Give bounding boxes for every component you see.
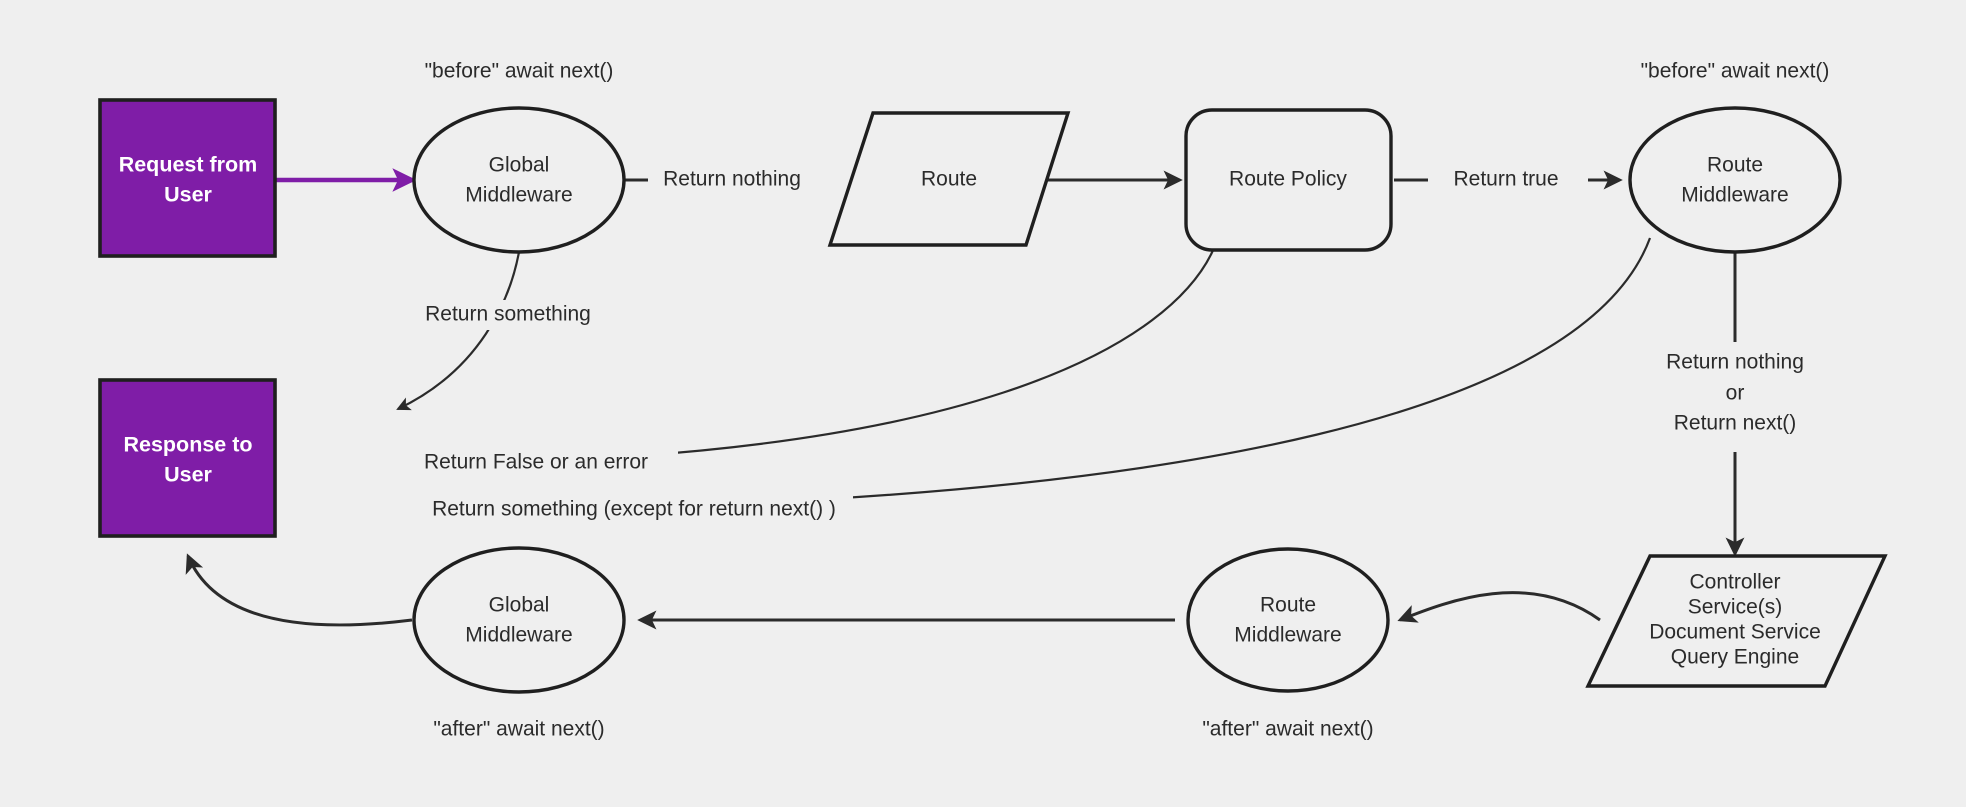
node-label-global-middleware-before-line2: Middleware [465,184,572,207]
node-route-middleware-after[interactable]: Route Middleware [1186,547,1390,693]
node-label-global-middleware-before-line1: Global [489,154,550,177]
node-label-route-middleware-after-line2: Middleware [1234,624,1341,647]
node-request-from-user[interactable]: Request from User [98,98,277,258]
node-label-route: Route [921,168,977,191]
node-label-response-to-user-line2: User [164,463,212,487]
edge-label-return-something: Return something [425,303,591,326]
node-route-middleware-before[interactable]: Route Middleware [1628,106,1842,254]
node-label-route-middleware-after-line1: Route [1260,594,1316,617]
node-label-request-from-user-line2: User [164,183,212,207]
edge-label-return-nothing: Return nothing [663,168,801,191]
edge-global-middleware-to-response: Return something [396,251,608,411]
edge-route-middleware-to-controller: Return nothing or Return next() [1646,252,1826,557]
node-label-global-middleware-after-line2: Middleware [465,624,572,647]
edge-global-middleware-after-to-response [185,553,413,627]
node-label-route-middleware-before-line1: Route [1707,154,1763,177]
edge-label-return-false-or-error: Return False or an error [424,451,648,474]
node-response-to-user[interactable]: Response to User [98,378,277,538]
node-label-route-middleware-before-line2: Middleware [1681,184,1788,207]
annotation-after-await-next-route: "after" await next() [1202,718,1373,741]
annotation-before-await-next-route: "before" await next() [1641,60,1830,83]
node-label-request-from-user-line1: Request from [119,153,258,177]
node-label-controller: Controller [1689,571,1780,594]
node-label-route-policy: Route Policy [1229,168,1347,191]
node-label-services: Service(s) [1688,596,1783,619]
edge-label-return-something-except-next: Return something (except for return next… [432,498,836,521]
node-label-query-engine: Query Engine [1671,646,1799,669]
annotation-after-await-next-global: "after" await next() [433,718,604,741]
node-controller-services[interactable]: Controller Service(s) Document Service Q… [1585,554,1888,688]
edge-label-return-true: Return true [1453,168,1558,191]
edge-label-return-nothing-2: Return nothing [1666,351,1804,374]
edge-global-middleware-to-route: Return nothing [625,164,853,194]
edge-label-or: or [1726,382,1745,405]
edge-route-middleware-to-response: Return something (except for return next… [408,237,1652,524]
edge-label-return-next: Return next() [1674,412,1797,435]
edge-route-policy-to-response: Return False or an error [410,237,1220,477]
node-label-document-service: Document Service [1649,621,1821,644]
edge-route-policy-to-route-middleware: Return true [1394,164,1623,194]
node-label-response-to-user-line1: Response to [123,433,252,457]
annotation-before-await-next-global: "before" await next() [425,60,614,83]
node-label-global-middleware-after-line1: Global [489,594,550,617]
node-route[interactable]: Route [827,111,1071,247]
edge-controller-to-route-middleware-after [1397,591,1601,623]
node-route-policy[interactable]: Route Policy [1184,108,1393,252]
node-global-middleware-before[interactable]: Global Middleware [412,106,626,254]
node-global-middleware-after[interactable]: Global Middleware [412,546,626,694]
